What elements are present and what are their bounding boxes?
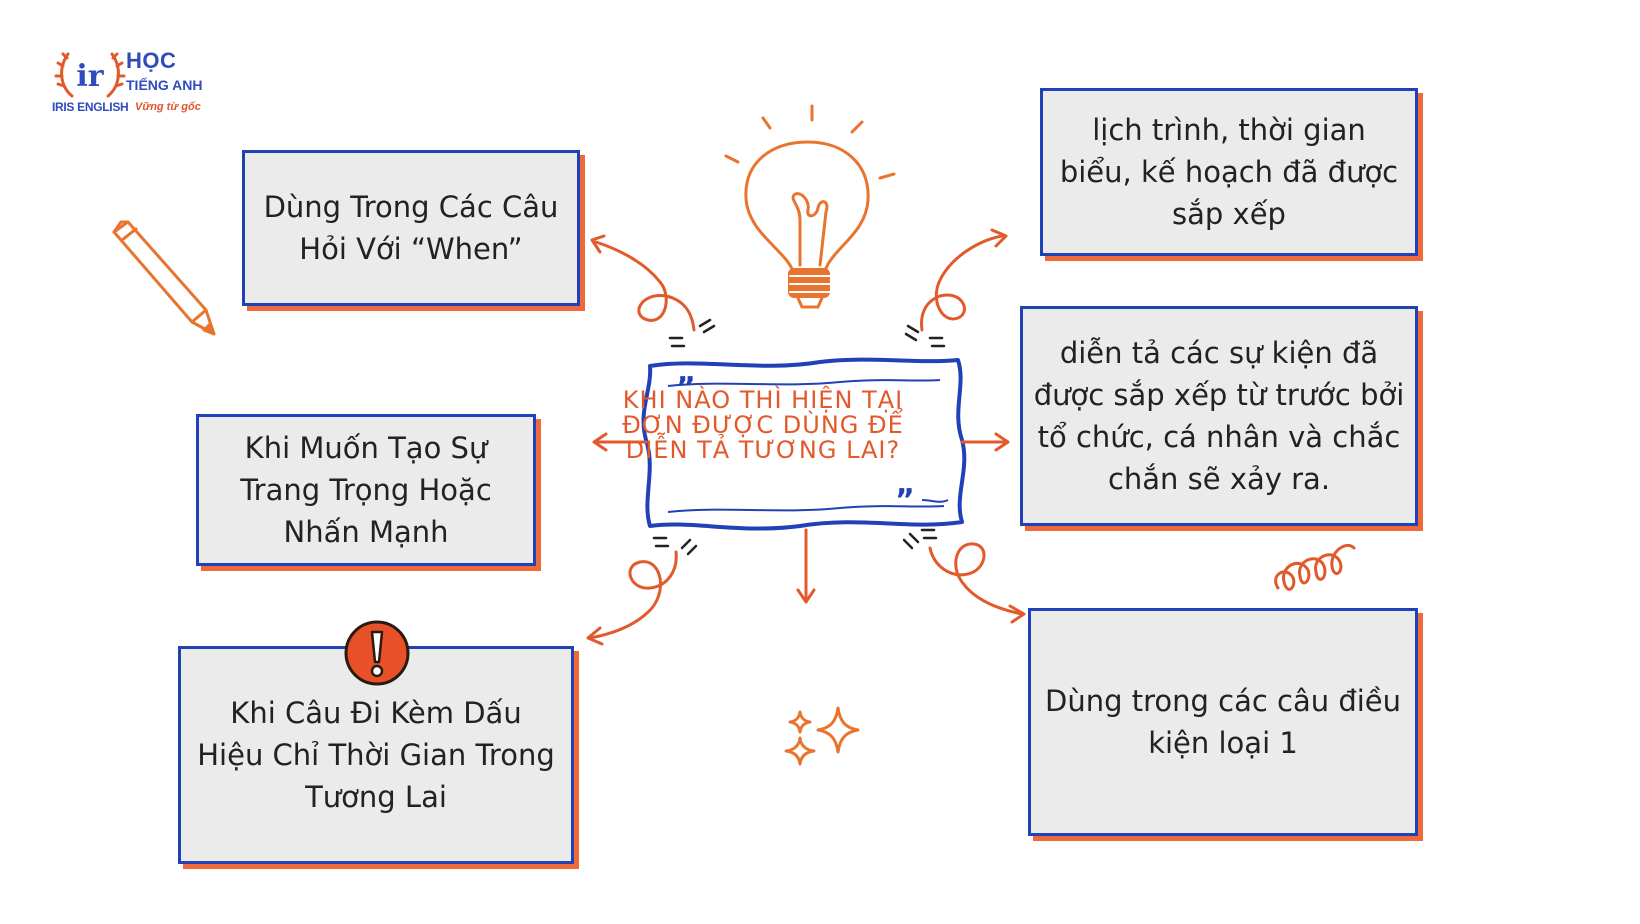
laurel-monogram-icon: ir [54, 52, 126, 98]
center-title: KHI NÀO THÌ HIỆN TẠI ĐƠN ĐƯỢC DÙNG ĐỂ DI… [622, 385, 904, 464]
exclamation-icon [344, 620, 410, 686]
logo-brand-text: IRIS ENGLISH [52, 100, 129, 114]
node-time-signals-text: Khi Câu Đi Kèm Dấu Hiệu Chỉ Thời Gian Tr… [197, 696, 555, 814]
connector-arrows [586, 228, 1026, 646]
node-schedules: lịch trình, thời gian biểu, kế hoạch đã … [1040, 88, 1418, 256]
center-frame: ” ” [641, 357, 967, 531]
node-when-questions-text: Dùng Trong Các Câu Hỏi Với “When” [263, 190, 559, 266]
node-formality: Khi Muốn Tạo Sự Trang Trọng Hoặc Nhấn Mạ… [196, 414, 536, 566]
svg-text:”: ” [676, 371, 696, 406]
node-formality-text: Khi Muốn Tạo Sự Trang Trọng Hoặc Nhấn Mạ… [240, 431, 492, 549]
logo-tieng-anh-text: TIẾNG ANH [126, 77, 203, 93]
logo-hoc-text: HỌC [126, 48, 177, 73]
node-conditional-text: Dùng trong các câu điều kiện loại 1 [1045, 684, 1402, 760]
pencil-icon [112, 220, 216, 336]
svg-text:ir: ir [76, 59, 104, 94]
node-when-questions: Dùng Trong Các Câu Hỏi Với “When” [242, 150, 580, 306]
sparkle-icon [784, 706, 860, 766]
iris-english-logo: ir HỌC TIẾNG ANH IRIS ENGLISH Vững từ gố… [52, 44, 252, 124]
node-schedules-text: lịch trình, thời gian biểu, kế hoạch đã … [1059, 113, 1399, 231]
node-arranged-events-text: diễn tả các sự kiện đã được sắp xếp từ t… [1033, 336, 1405, 496]
logo-tagline-text: Vững từ gốc [135, 101, 201, 113]
node-conditional: Dùng trong các câu điều kiện loại 1 [1028, 608, 1418, 836]
svg-text:”: ” [895, 483, 915, 518]
squiggle-icon [1274, 543, 1356, 591]
lightbulb-icon [724, 104, 896, 309]
node-arranged-events: diễn tả các sự kiện đã được sắp xếp từ t… [1020, 306, 1418, 526]
